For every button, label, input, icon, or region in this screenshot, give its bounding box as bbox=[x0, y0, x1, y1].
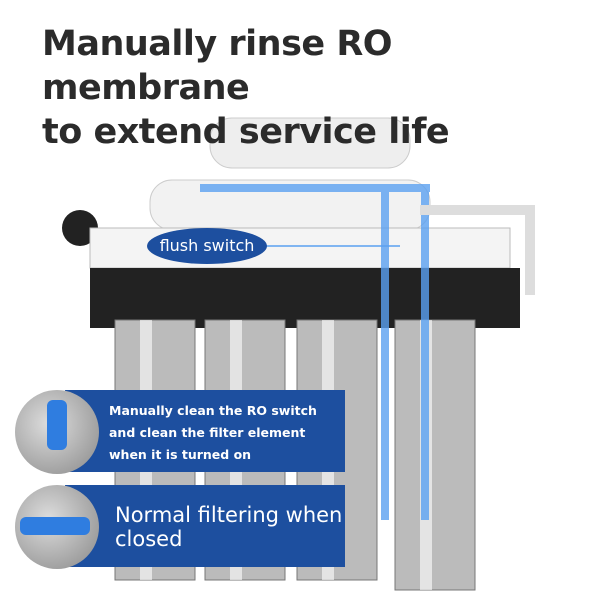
valve-handle-open bbox=[47, 400, 67, 450]
flush-open-text: Manually clean the RO switch and clean t… bbox=[109, 403, 317, 462]
valve-closed-photo bbox=[15, 485, 99, 569]
flush-switch-label: flush switch bbox=[147, 228, 267, 264]
normal-filter-text: Normal filtering when closed bbox=[115, 503, 343, 551]
headline-line-1: Manually rinse RO membrane bbox=[42, 24, 393, 108]
valve-open-photo bbox=[15, 390, 99, 474]
headline-line-2: to extend service life bbox=[42, 112, 450, 152]
valve-handle-closed bbox=[20, 517, 90, 535]
normal-filter-panel: Normal filtering when closed bbox=[65, 485, 345, 567]
flush-open-panel: Manually clean the RO switch and clean t… bbox=[65, 390, 345, 472]
headline: Manually rinse RO membrane to extend ser… bbox=[42, 22, 600, 154]
